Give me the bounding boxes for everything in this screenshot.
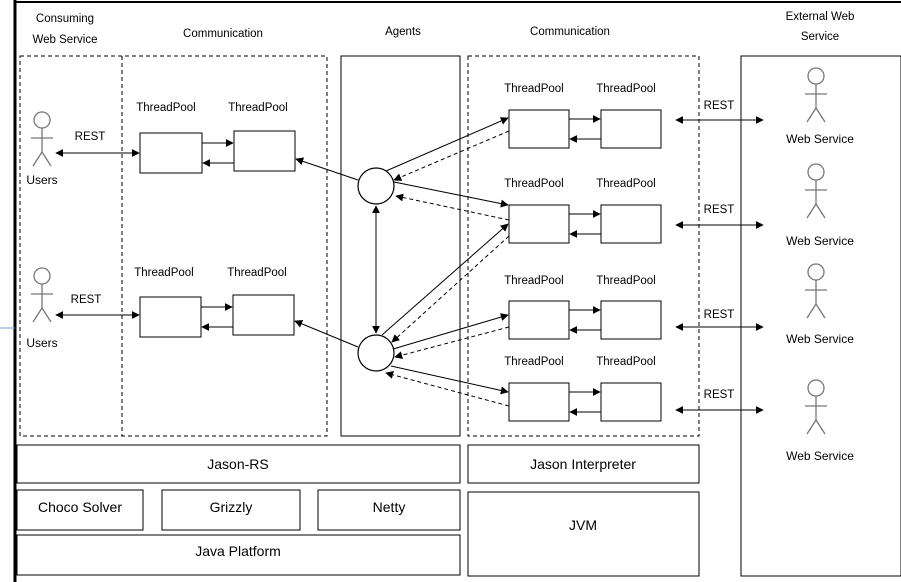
threadpool-box: [508, 109, 570, 149]
header-external-line2: Service: [801, 31, 839, 43]
threadpool-label: ThreadPool: [504, 178, 563, 190]
threadpool-box: [232, 294, 295, 336]
rest-label: REST: [704, 100, 735, 112]
header-communication-right: Communication: [530, 26, 610, 38]
agents-container: [340, 55, 461, 437]
threadpool-label: ThreadPool: [596, 275, 655, 287]
threadpool-label: ThreadPool: [134, 267, 193, 279]
right-threadpool-group-1: ThreadPool ThreadPool: [504, 83, 662, 149]
layer-jason-interpreter-label: Jason Interpreter: [530, 456, 636, 472]
agent1-to-left-pool-arrow: [295, 157, 359, 181]
threadpool-box: [600, 204, 662, 244]
threadpool-label: ThreadPool: [227, 267, 286, 279]
threadpool-box: [600, 109, 662, 149]
platform-layers: [16, 444, 700, 577]
threadpool-box: [508, 204, 570, 244]
web-service-head-icon: [807, 263, 825, 281]
threadpool-label: ThreadPool: [504, 275, 563, 287]
threadpool-label: ThreadPool: [596, 178, 655, 190]
rest-label: REST: [704, 204, 735, 216]
layer-grizzly: [161, 489, 301, 531]
threadpool-box: [508, 300, 570, 340]
rest-label: REST: [704, 389, 735, 401]
threadpool-box: [139, 132, 203, 174]
communication-right-container: [467, 55, 700, 437]
web-service-label-2: Web Service: [786, 234, 854, 248]
user-actor-2: [31, 267, 53, 323]
header-communication-left: Communication: [183, 28, 263, 40]
threadpool-label: ThreadPool: [136, 102, 195, 114]
rest-link-web-service-2: REST: [675, 204, 764, 229]
agent1-right-links: [385, 117, 510, 221]
threadpool-box: [233, 130, 296, 172]
user-head-icon: [33, 267, 51, 285]
layer-jvm: [467, 491, 700, 577]
agent-node-1: [357, 167, 395, 205]
threadpool-label: ThreadPool: [596, 83, 655, 95]
left-threadpool-group-2: ThreadPool ThreadPool: [134, 267, 295, 338]
threadpool-label: ThreadPool: [504, 83, 563, 95]
layer-jason-interpreter: [467, 444, 700, 484]
rest-label: REST: [75, 131, 106, 143]
layer-netty: [317, 489, 461, 531]
web-service-head-icon: [807, 163, 825, 181]
right-threadpool-group-4: ThreadPool ThreadPool: [504, 356, 662, 422]
agent2-right-links: [381, 223, 510, 407]
layer-jason-rs: [16, 444, 461, 484]
threadpool-box: [600, 382, 662, 422]
rest-link-user-2: REST: [55, 294, 140, 319]
agent-node-2: [357, 334, 395, 372]
layer-netty-label: Netty: [373, 499, 406, 515]
web-service-label-4: Web Service: [786, 449, 854, 463]
column-headers: Consuming Web Service Communication Agen…: [33, 11, 855, 46]
consuming-service-container: [19, 55, 328, 437]
web-service-actor-1: [805, 67, 827, 123]
web-service-head-icon: [807, 67, 825, 85]
layer-jvm-label: JVM: [569, 517, 597, 533]
containers: [19, 55, 901, 577]
threadpool-box: [600, 300, 662, 340]
rest-label: REST: [71, 294, 102, 306]
layer-java-platform-label: Java Platform: [195, 543, 281, 559]
layer-jason-rs-label: Jason-RS: [207, 456, 268, 472]
web-service-label-3: Web Service: [786, 332, 854, 346]
left-threadpool-group-1: ThreadPool ThreadPool: [136, 102, 296, 174]
rest-link-web-service-3: REST: [675, 309, 764, 331]
layer-choco-solver: [16, 489, 144, 531]
agent2-to-left-pool-arrow: [294, 320, 359, 348]
layer-grizzly-label: Grizzly: [210, 499, 253, 515]
rest-link-web-service-4: REST: [675, 389, 764, 414]
rest-link-web-service-1: REST: [675, 100, 764, 124]
user-head-icon: [33, 111, 51, 129]
rest-label: REST: [704, 309, 735, 321]
header-consuming-line2: Web Service: [33, 34, 98, 46]
threadpool-label: ThreadPool: [504, 356, 563, 368]
web-service-label-1: Web Service: [786, 132, 854, 146]
users-label-1: Users: [26, 173, 57, 187]
rest-link-user-1: REST: [55, 131, 140, 157]
threadpool-label: ThreadPool: [596, 356, 655, 368]
layer-choco-solver-label: Choco Solver: [38, 499, 122, 515]
web-service-head-icon: [807, 379, 825, 397]
web-service-actor-3: [805, 263, 827, 319]
user-actor-1: [31, 111, 53, 167]
threadpool-label: ThreadPool: [228, 102, 287, 114]
layer-java-platform: [16, 534, 461, 576]
right-threadpool-group-3: ThreadPool ThreadPool: [504, 275, 662, 340]
right-threadpool-group-2: ThreadPool ThreadPool: [504, 178, 662, 244]
header-external-line1: External Web: [786, 11, 855, 23]
header-consuming-line1: Consuming: [36, 13, 94, 25]
users-label-2: Users: [26, 336, 57, 350]
threadpool-box: [139, 296, 202, 338]
web-service-actor-4: [805, 379, 827, 435]
threadpool-box: [508, 382, 570, 422]
external-service-container: [740, 55, 901, 577]
header-agents: Agents: [385, 26, 421, 38]
web-service-actor-2: [805, 163, 827, 219]
